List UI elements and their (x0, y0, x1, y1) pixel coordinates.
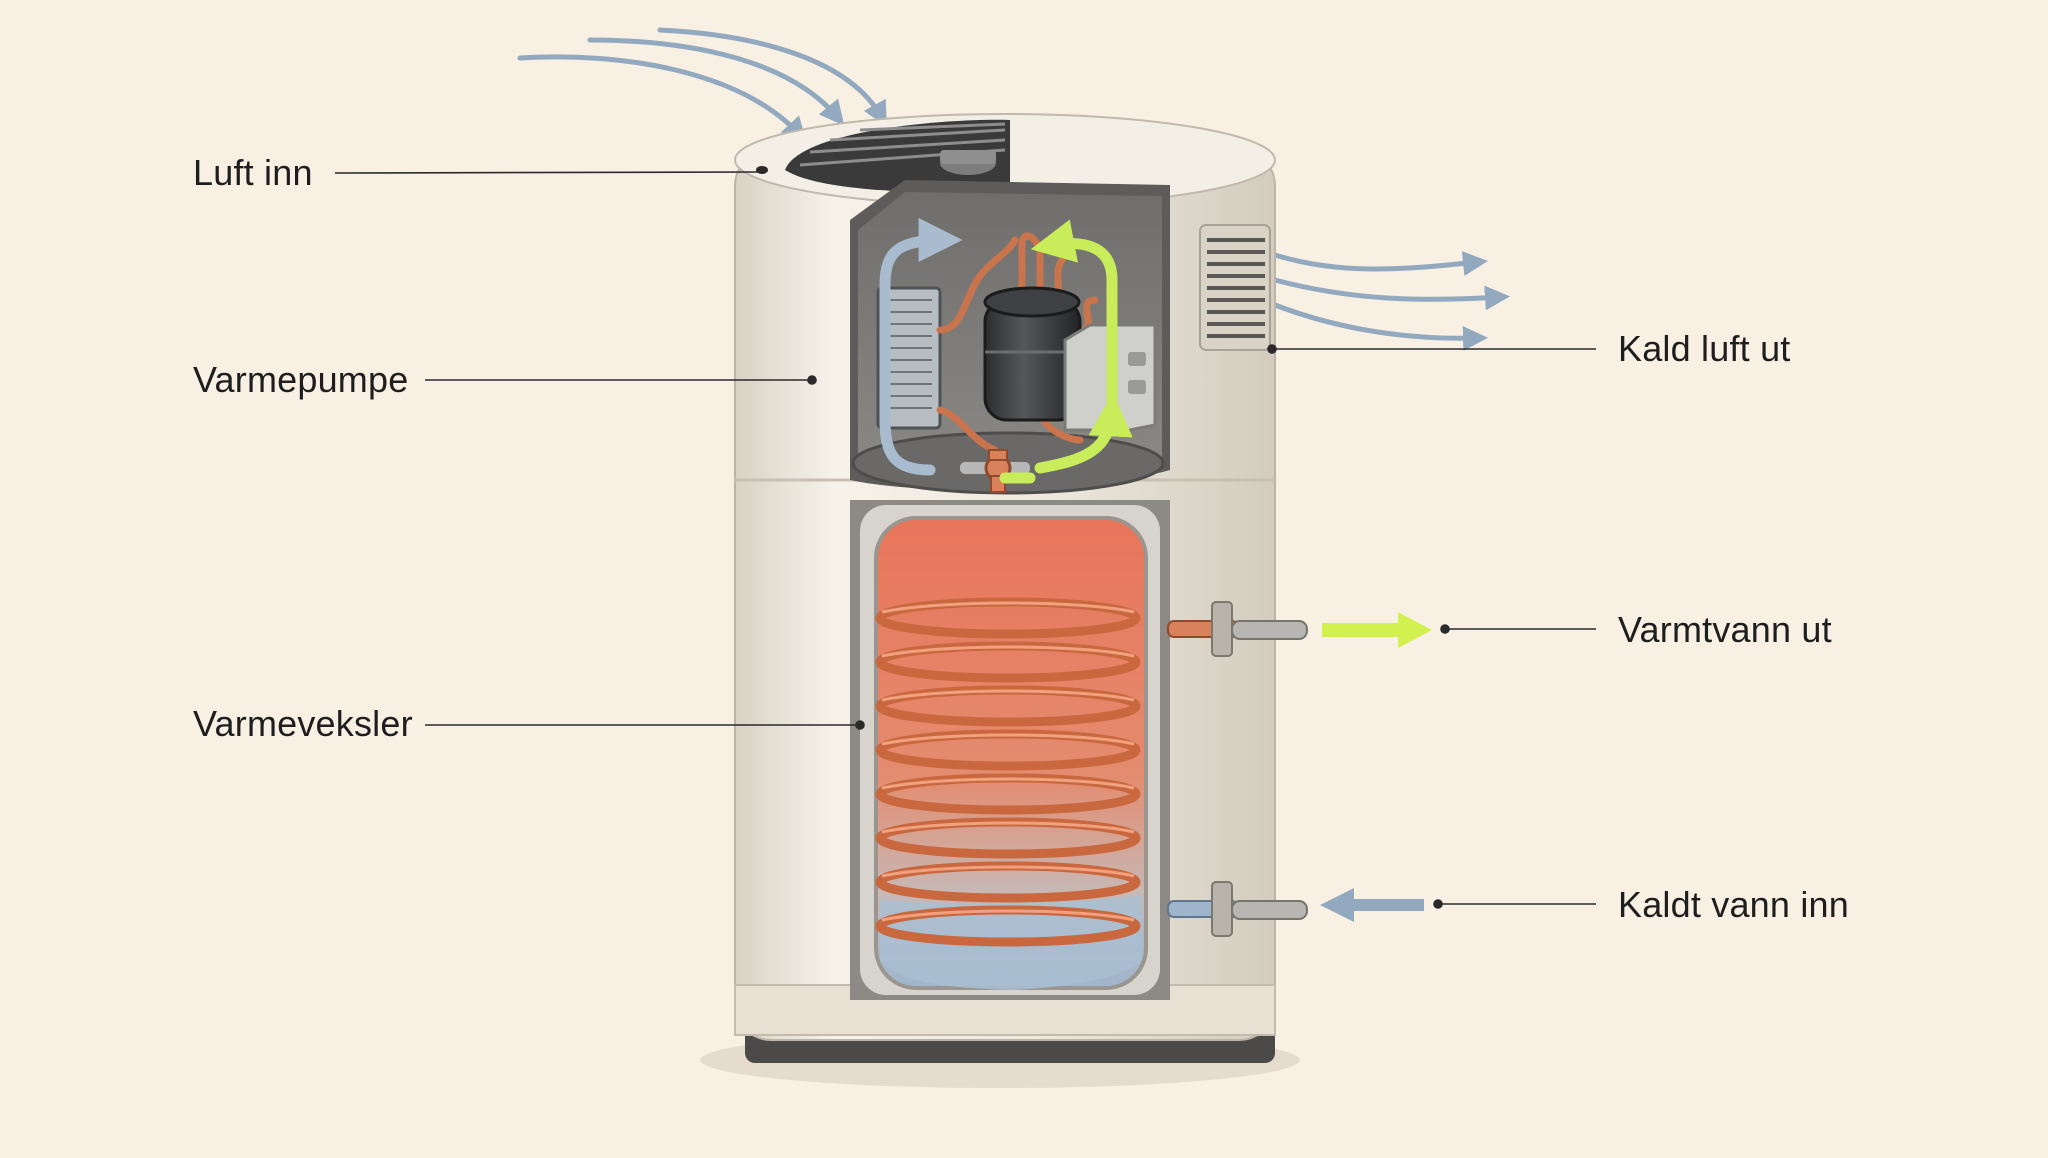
expansion-valve-icon (960, 449, 1030, 493)
vent-grille-icon (1199, 224, 1271, 351)
label-kaldt-vann-inn: Kaldt vann inn (1618, 884, 1849, 925)
label-varmepumpe: Varmepumpe (193, 359, 409, 400)
label-luft-inn: Luft inn (193, 152, 313, 193)
air-in-arrows (517, 27, 887, 143)
label-varmeveksler: Varmeveksler (193, 703, 413, 744)
hot-water-out-arrow (1322, 612, 1432, 648)
cold-water-in-arrow (1320, 888, 1424, 922)
condenser-icon (876, 286, 942, 430)
compressor-icon (983, 286, 1082, 422)
fan-icon (785, 119, 1010, 193)
hot-water-outlet-pipe (1167, 601, 1308, 657)
air-out-arrows (1272, 251, 1510, 351)
cold-water-inlet-pipe (1167, 881, 1308, 937)
label-varmtvann-ut: Varmtvann ut (1618, 609, 1832, 650)
label-kald-luft-ut: Kald luft ut (1618, 328, 1791, 369)
